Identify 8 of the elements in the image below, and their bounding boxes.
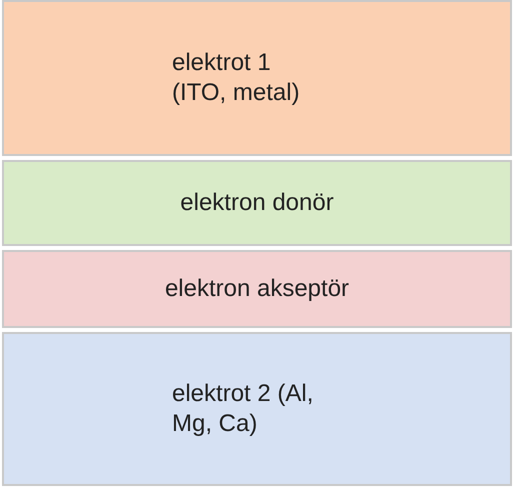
layer-band <box>2 332 512 486</box>
layer-label: elektrot 1 (ITO, metal) <box>172 48 301 108</box>
layer-band <box>2 250 512 328</box>
layer-label: elektron akseptör <box>164 274 350 304</box>
layer-band <box>2 160 512 246</box>
layer-band <box>2 0 512 156</box>
layer-label: elektron donör <box>180 188 334 218</box>
layer-label: elektrot 2 (Al, Mg, Ca) <box>172 379 314 439</box>
